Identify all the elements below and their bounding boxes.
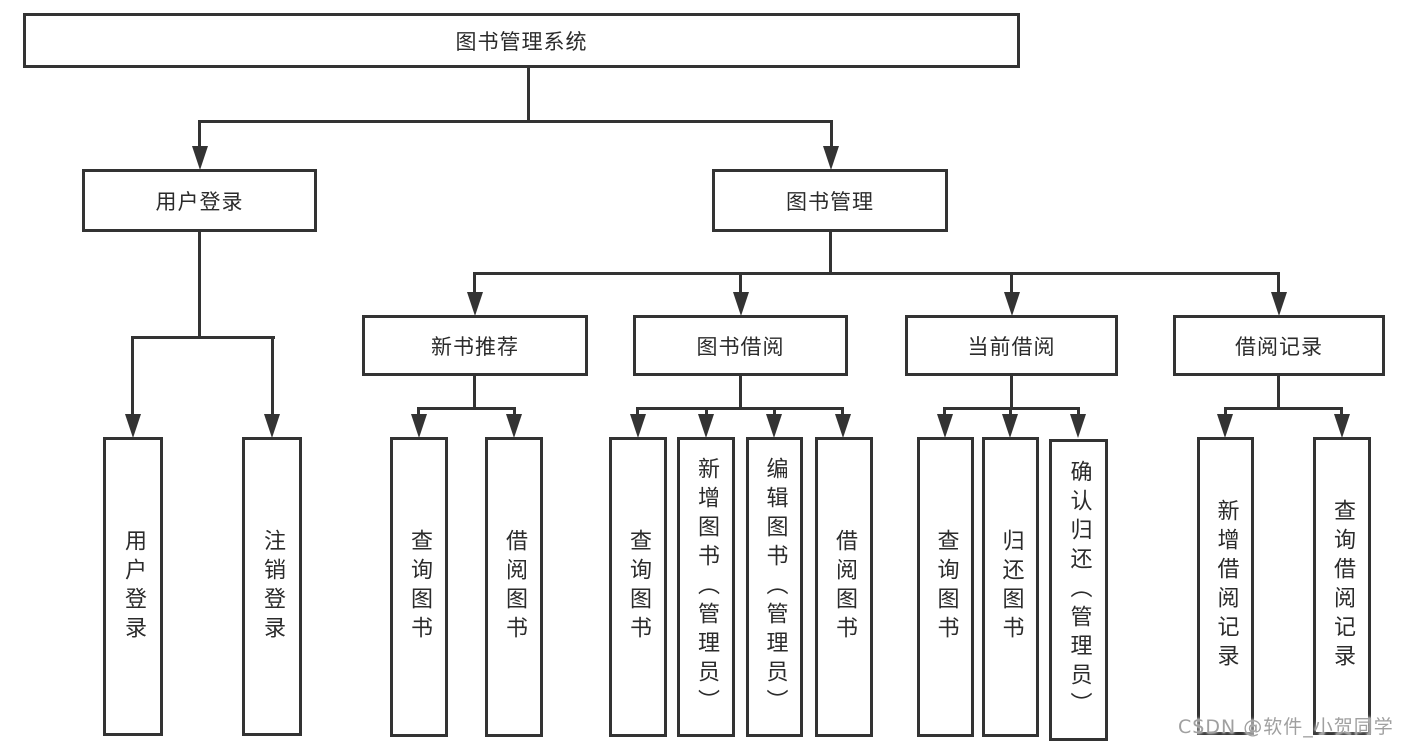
connector-root-stub <box>527 68 530 123</box>
leaf-label: 新增图书（管理员） <box>694 456 719 718</box>
arrowhead-icon <box>1271 292 1287 316</box>
arrowhead-icon <box>1004 292 1020 316</box>
leaf-edit-books-admin: 编辑图书（管理员） <box>746 437 803 737</box>
node-new-book-recommendation: 新书推荐 <box>362 315 588 376</box>
arrowhead-icon <box>1002 414 1018 438</box>
csdn-watermark: CSDN @软件_小贺同学 <box>1178 716 1394 738</box>
node-borrowing-records: 借阅记录 <box>1173 315 1385 376</box>
connector-drop <box>1277 272 1280 298</box>
leaf-query-books-borrow: 查询图书 <box>609 437 667 737</box>
arrowhead-icon <box>264 414 280 438</box>
leaf-logout: 注销登录 <box>242 437 302 736</box>
arrowhead-icon <box>192 146 208 170</box>
connector-drop <box>131 336 134 416</box>
connector-stub <box>739 376 742 410</box>
connector-level2-rail <box>473 272 1280 275</box>
leaf-label: 归还图书 <box>998 529 1024 645</box>
node-user-login: 用户登录 <box>82 169 317 232</box>
connector-book-mgmt-drop <box>830 120 833 152</box>
connector-book-mgmt-stub <box>829 232 832 275</box>
leaf-borrow-books: 借阅图书 <box>815 437 873 737</box>
connector-login-rail <box>131 336 275 339</box>
arrowhead-icon <box>698 414 714 438</box>
arrowhead-icon <box>467 292 483 316</box>
connector-stub <box>473 376 476 410</box>
leaf-confirm-return-admin: 确认归还（管理员） <box>1049 439 1108 741</box>
arrowhead-icon <box>1070 414 1086 438</box>
connector-drop <box>1010 272 1013 298</box>
leaf-borrow-books-recommend: 借阅图书 <box>485 437 543 737</box>
arrowhead-icon <box>630 414 646 438</box>
connector-drop <box>473 272 476 298</box>
leaf-label: 编辑图书（管理员） <box>762 456 788 718</box>
connector-stub <box>1010 376 1013 410</box>
arrowhead-icon <box>1334 414 1350 438</box>
connector-user-login-stub <box>198 232 201 339</box>
arrowhead-icon <box>1217 414 1233 438</box>
arrowhead-icon <box>766 414 782 438</box>
leaf-query-borrow-record: 查询借阅记录 <box>1313 437 1371 735</box>
leaf-add-books-admin: 新增图书（管理员） <box>677 437 735 737</box>
connector-user-login-drop <box>198 120 201 152</box>
leaf-label: 查询图书 <box>933 529 959 645</box>
leaf-return-books: 归还图书 <box>982 437 1039 737</box>
node-library-management-system: 图书管理系统 <box>23 13 1020 68</box>
arrowhead-icon <box>411 414 427 438</box>
leaf-label: 查询图书 <box>407 529 432 645</box>
leaf-label: 注销登录 <box>260 528 285 645</box>
node-current-borrowing: 当前借阅 <box>905 315 1118 376</box>
arrowhead-icon <box>937 414 953 438</box>
leaf-user-login: 用户登录 <box>103 437 163 736</box>
leaf-label: 确认归还（管理员） <box>1066 459 1092 721</box>
node-book-management: 图书管理 <box>712 169 948 232</box>
connector-stub <box>1277 376 1280 410</box>
arrowhead-icon <box>823 146 839 170</box>
arrowhead-icon <box>733 292 749 316</box>
leaf-label: 用户登录 <box>121 528 146 645</box>
leaf-query-books-current: 查询图书 <box>917 437 974 737</box>
node-book-borrowing: 图书借阅 <box>633 315 848 376</box>
connector-rail <box>636 407 844 410</box>
connector-rail <box>1224 407 1343 410</box>
arrowhead-icon <box>835 414 851 438</box>
leaf-label: 借阅图书 <box>832 529 857 645</box>
leaf-label: 新增借阅记录 <box>1213 499 1239 673</box>
leaf-query-books-recommend: 查询图书 <box>390 437 448 737</box>
connector-rail <box>417 407 516 410</box>
leaf-label: 查询图书 <box>626 529 651 645</box>
connector-level1-rail <box>198 120 833 123</box>
leaf-label: 借阅图书 <box>502 529 527 645</box>
arrowhead-icon <box>125 414 141 438</box>
connector-drop <box>739 272 742 298</box>
leaf-add-borrow-record: 新增借阅记录 <box>1197 437 1254 735</box>
arrowhead-icon <box>506 414 522 438</box>
connector-drop <box>271 336 274 416</box>
leaf-label: 查询借阅记录 <box>1330 499 1355 673</box>
